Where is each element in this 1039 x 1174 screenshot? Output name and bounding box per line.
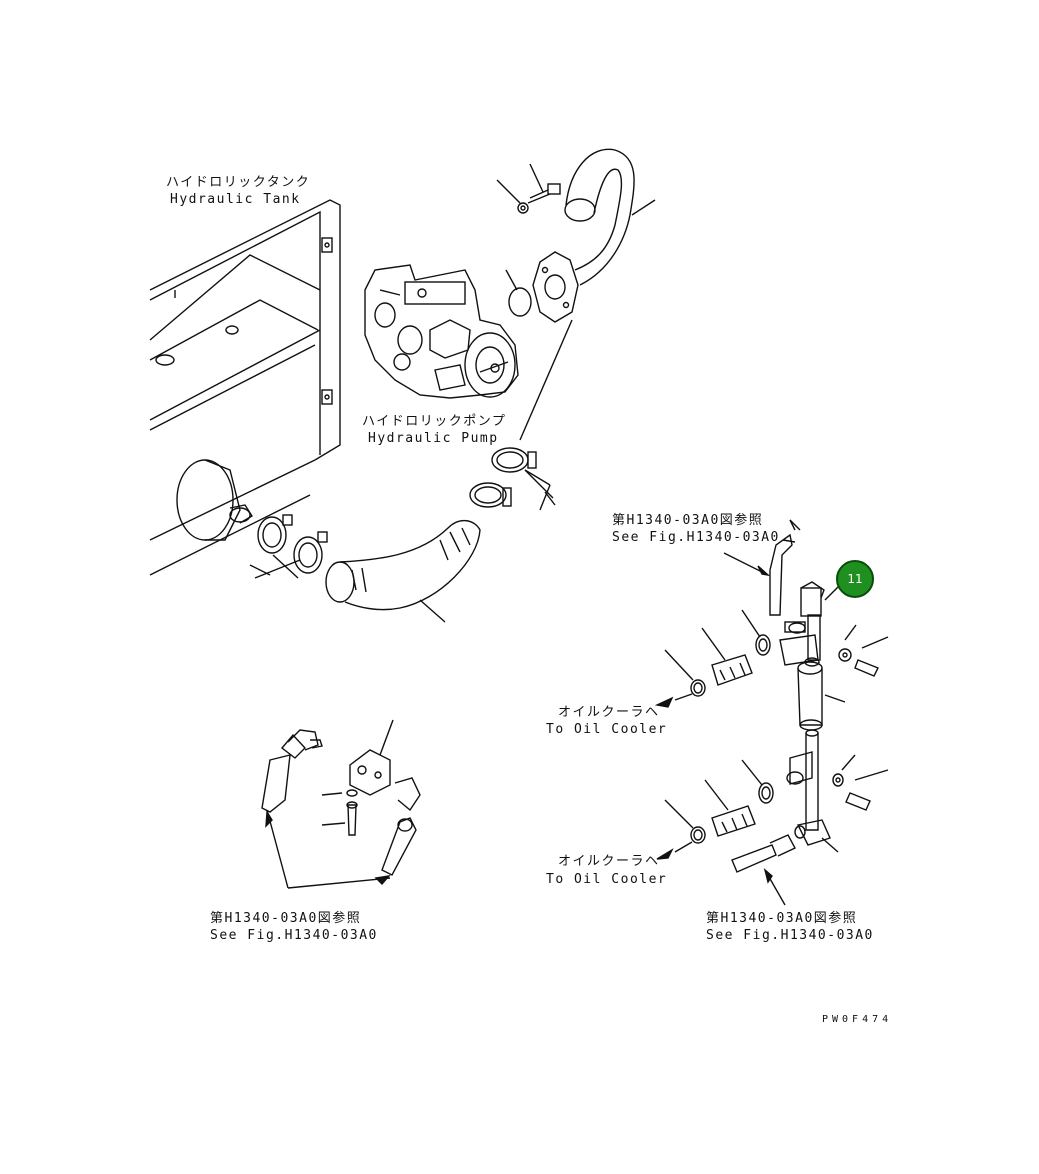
reference-tube-lower [731, 834, 796, 906]
oil-cooler-2-label-en: To Oil Cooler [546, 872, 668, 887]
see-fig-bottom-label-jp: 第H1340-03A0図参照 [706, 911, 858, 926]
hydraulic-pump-label-en: Hydraulic Pump [368, 431, 499, 446]
see-fig-top-label-jp: 第H1340-03A0図参照 [612, 513, 764, 528]
oil-cooler-1-label-jp: オイルクーラヘ [558, 705, 660, 720]
lower-cooler-hose [656, 759, 774, 860]
lower-bolt-set [832, 754, 889, 811]
tank-outlet-flange [176, 459, 253, 541]
pump-suction-flange [508, 183, 579, 323]
hydraulic-tank-label-jp: ハイドロリックタンク [166, 175, 311, 190]
middle-pipe [797, 661, 846, 731]
upper-cooler-hose [654, 579, 846, 708]
part-callout-11[interactable]: 11 [836, 560, 874, 598]
hydraulic-pump [364, 264, 519, 399]
drawing-code: PW0F474 [822, 1014, 893, 1025]
upper-tee-block [779, 581, 825, 667]
upper-bolt-set [838, 624, 889, 677]
leader-lines [249, 163, 656, 623]
hydraulic-tank-label-en: Hydraulic Tank [170, 192, 301, 207]
see-fig-left-label-en: See Fig.H1340-03A0 [210, 928, 378, 943]
reference-tube-upper [723, 519, 801, 616]
oil-cooler-1-label-en: To Oil Cooler [546, 722, 668, 737]
sub-assembly-left [261, 719, 421, 889]
see-fig-bottom-label-en: See Fig.H1340-03A0 [706, 928, 874, 943]
hydraulic-pump-label-jp: ハイドロリックポンプ [362, 414, 507, 429]
suction-hose-upper [564, 148, 635, 286]
suction-hose-lower [325, 520, 481, 611]
oil-cooler-2-label-jp: オイルクーラヘ [558, 854, 660, 869]
hydraulic-tank [149, 199, 341, 576]
hose-clamps-tank [257, 514, 328, 574]
lower-tee-block [786, 729, 839, 853]
see-fig-top-label-en: See Fig.H1340-03A0 [612, 530, 780, 545]
hose-clamps-pump [469, 447, 551, 511]
see-fig-left-label-jp: 第H1340-03A0図参照 [210, 911, 362, 926]
